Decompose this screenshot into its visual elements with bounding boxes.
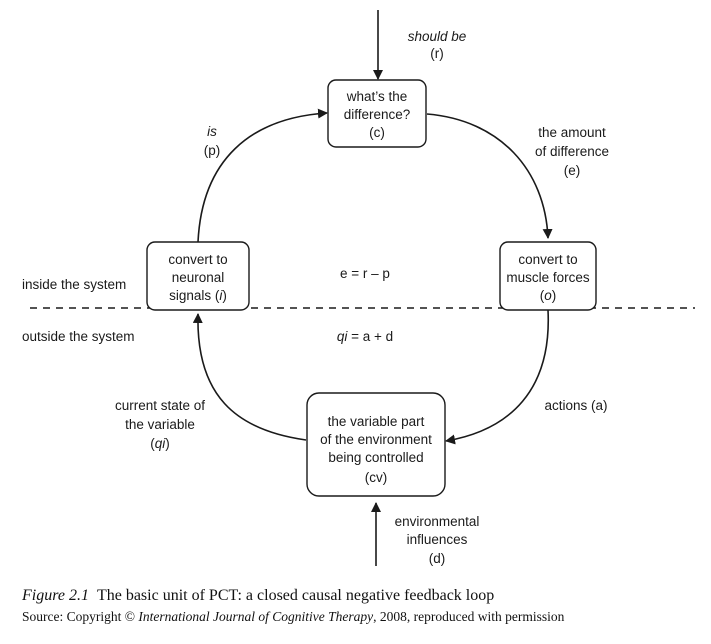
output-function-line2: muscle forces: [506, 270, 590, 285]
figure-source: Source: Copyright © International Journa…: [22, 609, 564, 625]
environment-box: the variable part of the environment bei…: [306, 392, 446, 497]
environment-line3: being controlled: [328, 450, 423, 465]
input-equation: qi = a + d: [337, 329, 393, 344]
reference-symbol: (r): [430, 46, 444, 61]
inside-system-label: inside the system: [22, 277, 126, 292]
input-function-box: convert to neuronal signals (i): [146, 241, 250, 311]
environment-line2: of the environment: [320, 432, 432, 447]
environment-line1: the variable part: [328, 414, 425, 429]
actions-label: actions (a): [544, 398, 607, 413]
input-function-line3: signals (i): [169, 288, 227, 303]
source-suffix: , 2008, reproduced with permission: [373, 609, 565, 624]
error-equation: e = r – p: [340, 266, 390, 281]
perception-label: is: [207, 124, 217, 139]
source-journal: International Journal of Cognitive Thera…: [138, 609, 374, 624]
figure-label: Figure 2.1: [22, 587, 89, 604]
current-state-arc: [192, 313, 307, 441]
current-state-line1: current state of: [115, 398, 205, 413]
error-label-line1: the amount: [538, 125, 606, 140]
error-arc: [426, 113, 553, 239]
error-label-line2: of difference: [535, 144, 609, 159]
perception-symbol: (p): [204, 143, 221, 158]
pct-feedback-loop-diagram: what’s the difference? (c) convert to ne…: [22, 10, 695, 566]
error-symbol: (e): [564, 163, 581, 178]
comparator-line1: what’s the: [346, 89, 408, 104]
source-prefix: Source: Copyright ©: [22, 609, 139, 624]
output-function-line1: convert to: [518, 252, 577, 267]
comparator-line2: difference?: [344, 107, 411, 122]
current-state-line2: the variable: [125, 417, 195, 432]
input-function-line1: convert to: [168, 252, 227, 267]
output-function-box: convert to muscle forces (o): [499, 241, 597, 311]
environment-symbol: (cv): [365, 470, 388, 485]
input-function-line2: neuronal: [172, 270, 225, 285]
perception-arc: [197, 108, 328, 243]
disturbance-symbol: (d): [429, 551, 446, 566]
action-arc: [445, 309, 549, 445]
output-function-line3: (o): [540, 288, 557, 303]
outside-system-label: outside the system: [22, 329, 135, 344]
figure-title: The basic unit of PCT: a closed causal n…: [96, 587, 495, 604]
reference-label: should be: [408, 29, 467, 44]
comparator-box: what’s the difference? (c): [327, 79, 427, 148]
disturbance-line2: influences: [407, 532, 468, 547]
comparator-symbol: (c): [369, 125, 385, 140]
disturbance-line1: environmental: [395, 514, 480, 529]
figure-caption: Figure 2.1 The basic unit of PCT: a clos…: [22, 587, 494, 605]
current-state-symbol: (qi): [150, 436, 170, 451]
